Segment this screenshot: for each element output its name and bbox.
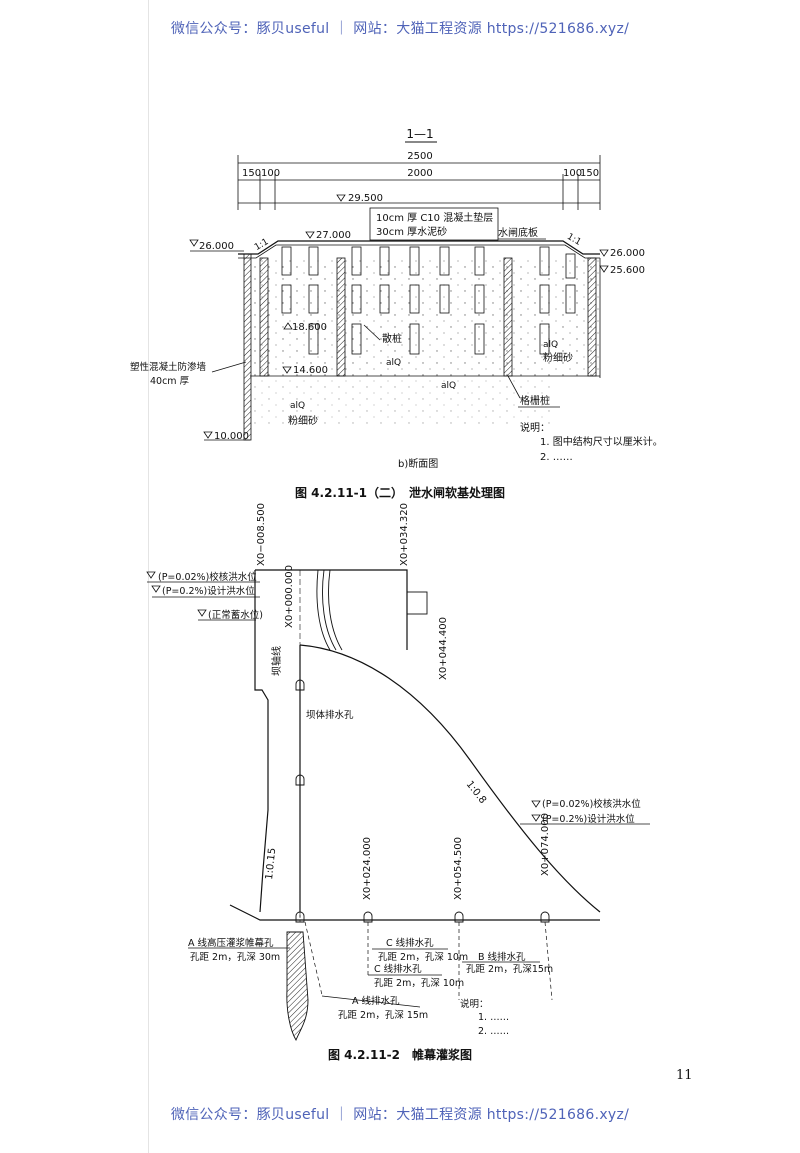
leader-line <box>363 324 381 341</box>
grout-curtain <box>286 931 309 1042</box>
soil-left-name: 粉细砂 <box>288 414 318 427</box>
watermark-bottom: 微信公众号：豚贝useful ｜ 网站：大猫工程资源 https://52168… <box>170 1107 630 1123</box>
elev-26000-left: 26.000 <box>199 241 234 252</box>
design-flood-left: (P=0.2%)设计洪水位 <box>162 585 255 597</box>
watermark-top: 微信公众号：豚贝useful ｜ 网站：大猫工程资源 https://52168… <box>170 21 630 37</box>
dim-right-a: 100 <box>563 168 582 179</box>
layer-label-box <box>369 207 499 241</box>
elev-29500: 29.500 <box>348 193 383 204</box>
dim-left-a: 150 <box>242 168 261 179</box>
water-level-marker <box>146 571 156 579</box>
water-level-marker <box>151 585 161 593</box>
station-a: X0−008.500 <box>256 503 267 566</box>
station-zero: X0+000.000 <box>284 565 295 628</box>
elev-marker <box>305 231 315 239</box>
grid-piles <box>259 257 597 377</box>
check-flood-left: (P=0.02%)校核洪水位 <box>158 571 257 583</box>
dim-left-b: 100 <box>261 168 280 179</box>
slope-015: 1:0.15 <box>264 847 278 880</box>
elev-10000: 10.000 <box>214 431 249 442</box>
elev-25600: 25.600 <box>610 265 645 276</box>
grid-pile-label: 格栅桩 <box>520 394 550 407</box>
dam-drain-holes <box>295 679 550 923</box>
check-flood-right: (P=0.02%)校核洪水位 <box>542 798 641 810</box>
gate-slab-label: 水闸底板 <box>498 226 538 239</box>
soil-q-right: alQ <box>543 340 558 350</box>
water-level-marker <box>197 609 207 617</box>
fig1-note-1: 1. 图中结构尺寸以厘米计。 <box>540 435 663 448</box>
soil-q-low: alQ <box>441 381 456 391</box>
loose-pile-label: 散桩 <box>382 332 402 345</box>
slope-08: 1:0.8 <box>464 779 488 806</box>
fig1-note-2: 2. …… <box>540 452 573 463</box>
elev-26000-right: 26.000 <box>610 248 645 259</box>
station-b: X0+034.320 <box>399 503 410 566</box>
leader-line <box>321 995 421 1008</box>
lower-soil <box>252 378 552 428</box>
fig2-note-title: 说明： <box>460 998 489 1010</box>
soil-q-left: alQ <box>290 401 305 411</box>
elev-14600: 14.600 <box>293 365 328 376</box>
station-054: X0+054.500 <box>453 837 464 900</box>
line-b: B 线排水孔 <box>478 951 526 963</box>
leader-line <box>211 361 247 373</box>
line-c-1: C 线排水孔 <box>386 937 434 949</box>
dimension-lines <box>237 155 601 210</box>
elev-marker <box>282 366 292 374</box>
soil-right-name: 粉细砂 <box>543 351 573 364</box>
dim-total: 2500 <box>407 151 432 162</box>
elev-marker <box>599 265 609 273</box>
station-044: X0+044.400 <box>438 617 449 680</box>
layer-2: 30cm 厚水泥砂 <box>376 225 447 238</box>
gallery-box <box>406 591 428 615</box>
wall-label-2: 40cm 厚 <box>150 376 190 387</box>
slab-profile <box>238 240 600 255</box>
fig1-caption: 图 4.2.11-1（二） 泄水闸软基处理图 <box>294 486 506 500</box>
drain-hole-lines <box>304 921 553 1001</box>
dim-right-b: 150 <box>580 168 599 179</box>
fig2-caption: 图 4.2.11-2 帷幕灌浆图 <box>327 1048 473 1062</box>
elev-18600: 18.600 <box>292 322 327 333</box>
spillway-crest <box>316 569 343 651</box>
dam-drain-label: 坝体排水孔 <box>306 709 354 721</box>
water-level-marker <box>531 800 541 808</box>
soil-body <box>250 258 600 378</box>
line-a-curtain-spec: 孔距 2m，孔深 30m <box>190 952 280 963</box>
line-c-2: C 线排水孔 <box>374 963 422 975</box>
elev-marker <box>336 194 346 202</box>
elev-marker <box>283 322 293 330</box>
wall-label-1: 塑性混凝土防渗墙 <box>130 361 207 373</box>
line-c-2-spec: 孔距 2m，孔深 10m <box>374 978 464 989</box>
station-074: X0+074.000 <box>540 813 551 876</box>
fig1-subtitle: b)断面图 <box>398 457 438 470</box>
section-label: 1—1 <box>406 127 433 141</box>
fig2-note-1: 1. …… <box>478 1012 509 1023</box>
page-margin-line <box>148 0 149 1153</box>
line-c-1-spec: 孔距 2m，孔深 10m <box>378 952 468 963</box>
dim-mid: 2000 <box>407 168 432 179</box>
elev-marker <box>189 239 199 247</box>
page-number: 11 <box>676 1068 693 1083</box>
layer-1: 10cm 厚 C10 混凝土垫层 <box>376 211 493 224</box>
dam-axis-label: 坝轴线 <box>270 646 283 676</box>
soil-q-mid: alQ <box>386 358 401 368</box>
elev-27000: 27.000 <box>316 230 351 241</box>
elev-marker <box>599 249 609 257</box>
line-a-curtain: A 线高压灌浆帷幕孔 <box>188 937 274 949</box>
loose-piles <box>281 246 576 355</box>
line-b-spec: 孔距 2m，孔深15m <box>466 964 553 975</box>
line-a-drain: A 线排水孔 <box>352 995 400 1007</box>
station-024: X0+024.000 <box>362 837 373 900</box>
water-level-marker <box>531 814 541 822</box>
design-flood-right: (P=0.2%)设计洪水位 <box>542 813 635 825</box>
fig1-note-title: 说明： <box>520 421 550 434</box>
normal-level: (正常蓄水位) <box>208 609 263 621</box>
fig2-note-2: 2. …… <box>478 1026 509 1037</box>
elev-marker <box>203 431 213 439</box>
line-a-drain-spec: 孔距 2m，孔深 15m <box>338 1010 428 1021</box>
leader-line <box>507 375 521 399</box>
